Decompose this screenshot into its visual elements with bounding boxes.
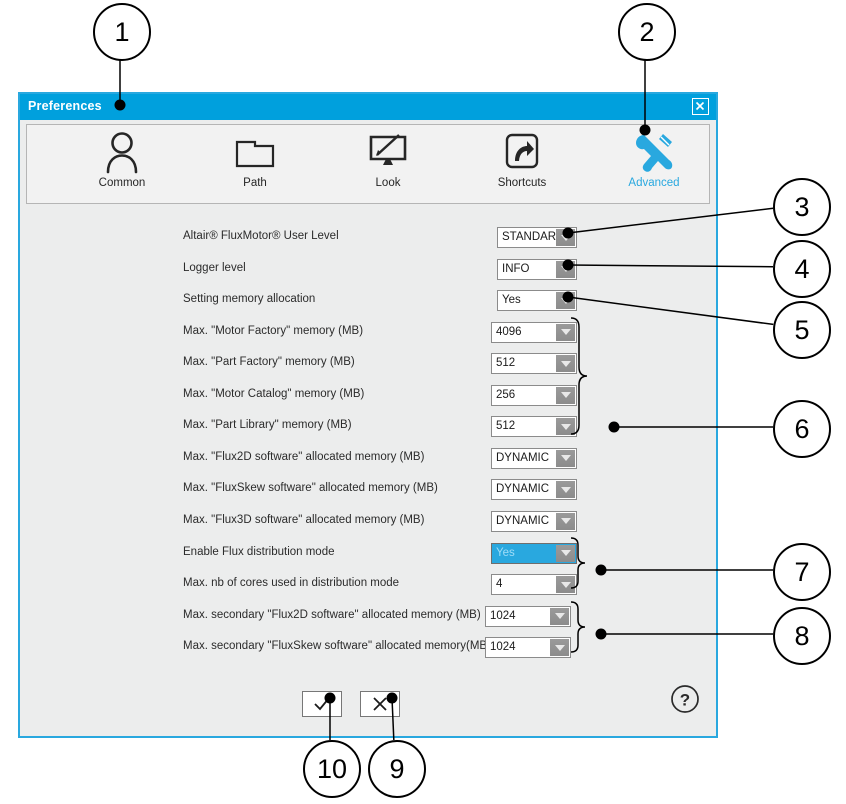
tab-label: Look [375,177,401,189]
settings-dropdown[interactable]: DYNAMIC [491,447,577,469]
ok-button[interactable] [302,691,342,717]
chevron-down-icon[interactable] [556,260,575,278]
settings-dropdown[interactable]: 512 [491,353,577,375]
arrow-box-icon [467,129,577,175]
settings-row-label: Max. "Flux2D software" allocated memory … [183,450,425,463]
settings-row-label: Setting memory allocation [183,293,316,306]
tab-shortcuts[interactable]: Shortcuts [467,129,577,201]
callout-10: 10 [303,740,361,798]
tab-path[interactable]: Path [200,129,310,201]
close-icon[interactable] [692,98,709,115]
callout-1: 1 [93,3,151,61]
settings-row-label: Max. secondary "FluxSkew software" alloc… [183,640,491,653]
settings-row-label: Enable Flux distribution mode [183,545,335,558]
settings-dropdown[interactable]: 4096 [491,321,577,343]
chevron-down-icon[interactable] [556,576,575,594]
chevron-down-icon[interactable] [550,639,569,657]
callout-5: 5 [773,301,831,359]
svg-text:?: ? [680,691,690,710]
dropdown-value: STANDARD [502,231,565,243]
dropdown-value: 256 [496,388,516,401]
tab-label: Advanced [628,177,680,189]
dropdown-value: 1024 [490,641,516,654]
settings-dropdown[interactable]: Yes [491,542,577,564]
dropdown-value: Yes [502,294,521,307]
settings-dropdown[interactable]: 1024 [485,637,571,659]
chevron-down-icon[interactable] [556,544,575,562]
settings-row-label: Logger level [183,261,246,274]
settings-dropdown[interactable]: INFO [497,258,577,280]
dropdown-value: DYNAMIC [496,451,550,464]
dropdown-value: 4 [496,578,503,591]
preferences-dialog: Preferences Common [18,92,718,738]
monitor-pencil-icon [333,129,443,175]
callout-2: 2 [618,3,676,61]
settings-dropdown[interactable]: Yes [497,290,577,312]
tools-icon [599,129,709,175]
dropdown-value: INFO [502,262,530,275]
cancel-button[interactable] [360,691,400,717]
dropdown-value: 4096 [496,325,522,338]
settings-dropdown[interactable]: 512 [491,416,577,438]
check-icon [314,697,330,711]
dropdown-value: DYNAMIC [496,483,550,496]
chevron-down-icon[interactable] [556,229,575,246]
settings-row-label: Max. "Flux3D software" allocated memory … [183,513,425,526]
person-icon [67,129,177,175]
callout-4: 4 [773,240,831,298]
dropdown-value: 512 [496,357,516,370]
preferences-tabbar: Common Path [26,124,710,204]
settings-dropdown[interactable]: 4 [491,574,577,596]
settings-dropdown[interactable]: 256 [491,384,577,406]
settings-dropdown[interactable]: 1024 [485,605,571,627]
callout-3: 3 [773,178,831,236]
chevron-down-icon[interactable] [556,355,575,373]
settings-dropdown[interactable]: STANDARD [497,227,577,248]
settings-dropdown[interactable]: DYNAMIC [491,479,577,501]
help-button[interactable]: ? [670,684,700,714]
chevron-down-icon[interactable] [550,607,569,625]
chevron-down-icon[interactable] [556,323,575,341]
folder-icon [200,129,310,175]
window-title: Preferences [28,99,102,113]
chevron-down-icon[interactable] [556,292,575,310]
dropdown-value: 1024 [490,609,516,622]
dropdown-value: DYNAMIC [496,514,550,527]
dropdown-value: Yes [496,546,515,559]
chevron-down-icon[interactable] [556,481,575,499]
callout-7: 7 [773,543,831,601]
question-mark-icon: ? [671,685,699,713]
settings-dropdown[interactable]: DYNAMIC [491,510,577,532]
chevron-down-icon[interactable] [556,512,575,530]
settings-row-label: Max. "FluxSkew software" allocated memor… [183,482,438,495]
chevron-down-icon[interactable] [556,449,575,467]
settings-row-label: Max. "Part Factory" memory (MB) [183,356,355,369]
dropdown-value: 512 [496,420,516,433]
chevron-down-icon[interactable] [556,418,575,436]
chevron-down-icon[interactable] [556,386,575,404]
cross-icon [373,697,387,711]
settings-row-label: Altair® FluxMotor® User Level [183,230,339,242]
settings-row-label: Max. "Motor Catalog" memory (MB) [183,387,365,400]
callout-6: 6 [773,400,831,458]
settings-row-label: Max. nb of cores used in distribution mo… [183,577,400,590]
settings-row-label: Max. "Motor Factory" memory (MB) [183,324,364,337]
callout-9: 9 [368,740,426,798]
tab-advanced[interactable]: Advanced [599,129,709,201]
settings-row-label: Max. secondary "Flux2D software" allocat… [183,608,481,621]
tab-look[interactable]: Look [333,129,443,201]
tab-label: Path [243,177,267,189]
tab-common[interactable]: Common [67,129,177,201]
tab-label: Shortcuts [497,177,547,189]
settings-row-label: Max. "Part Library" memory (MB) [183,419,352,432]
tab-label: Common [98,177,146,189]
callout-8: 8 [773,607,831,665]
dialog-titlebar: Preferences [20,94,716,120]
